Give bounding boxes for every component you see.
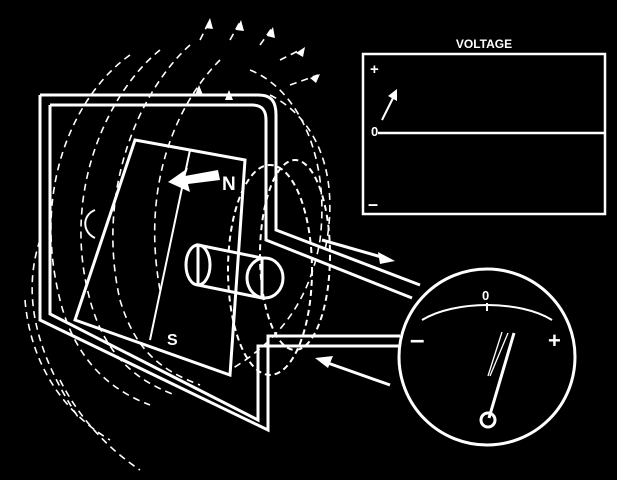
rotating-magnet xyxy=(73,138,331,378)
voltage-trace xyxy=(381,97,394,121)
wire-coil xyxy=(38,93,421,433)
current-arrows xyxy=(315,238,395,387)
rotation-arrow-icon xyxy=(168,168,220,192)
galvanometer xyxy=(397,267,577,447)
north-pole-label: N xyxy=(222,174,236,195)
voltage-graph xyxy=(361,52,607,216)
voltage-minus-label: – xyxy=(368,194,378,214)
south-pole-label: S xyxy=(167,332,178,349)
voltage-zero-label: 0 xyxy=(371,124,378,139)
meter-needle xyxy=(487,332,516,419)
meter-plus-label: + xyxy=(548,328,561,353)
current-out-arrow-icon xyxy=(378,252,395,264)
current-in-arrow-icon xyxy=(315,356,333,368)
field-arrowheads xyxy=(195,18,320,100)
meter-zero-label: 0 xyxy=(482,288,489,303)
voltage-title: VOLTAGE xyxy=(456,37,512,51)
meter-minus-label: – xyxy=(410,324,424,354)
magnetic-field-lines xyxy=(24,19,331,471)
voltage-plus-label: + xyxy=(370,61,379,78)
needle-pivot xyxy=(479,411,497,429)
voltage-trace-arrow-icon xyxy=(388,89,397,101)
